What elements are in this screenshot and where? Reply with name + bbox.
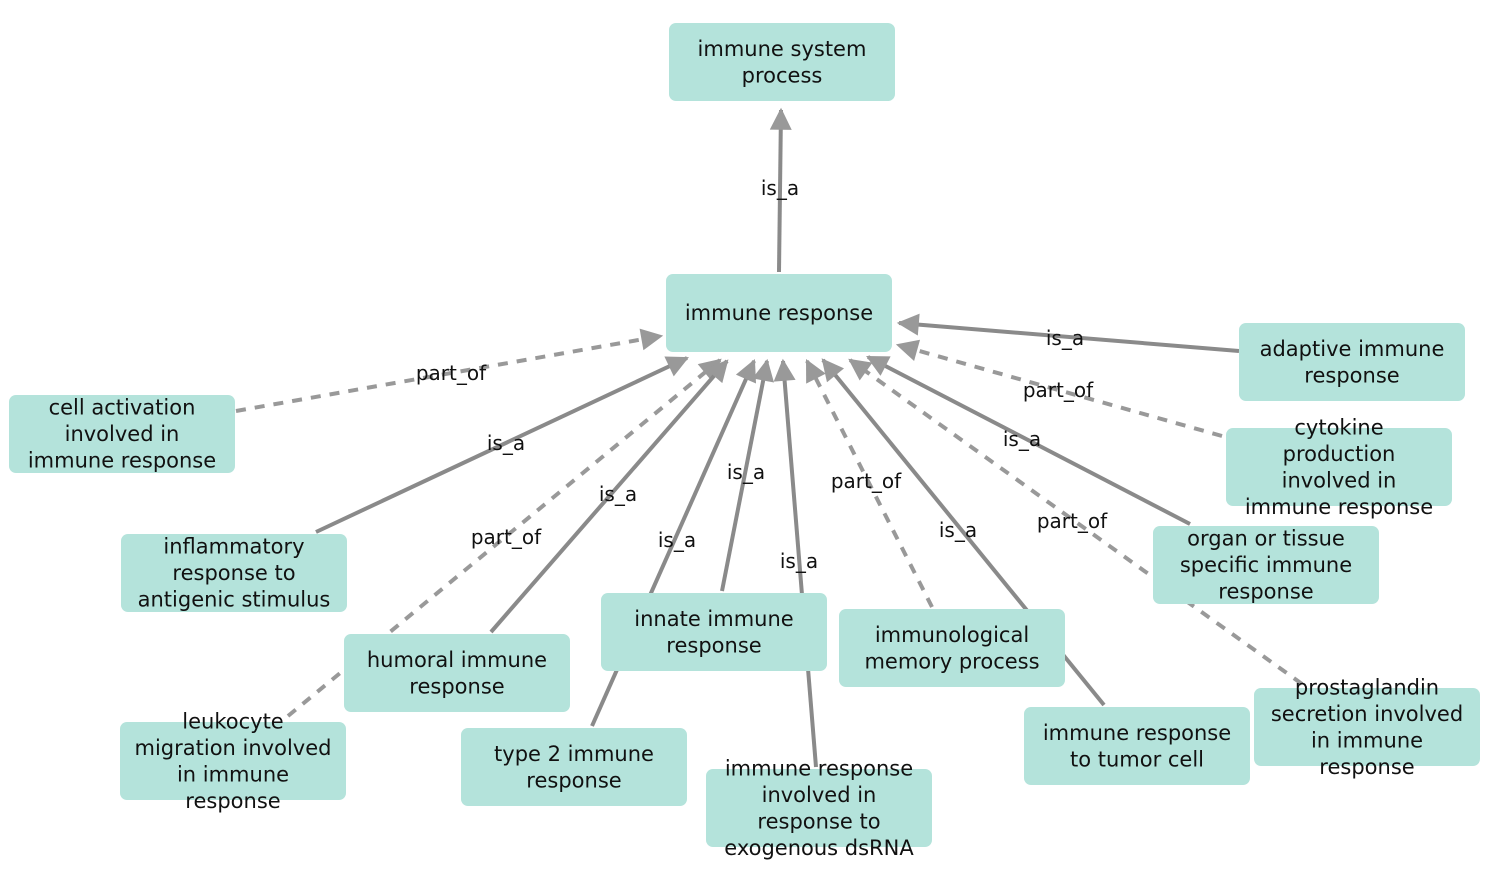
edge-label-immunological-memory: part_of [831,469,902,493]
node-label-line: immune response [28,449,216,473]
node-label-line: secretion involved [1271,702,1463,726]
edge-label-cell-activation: part_of [416,361,487,385]
node-label-line: immune response [685,301,873,325]
edge-humoral-immune-response-to-immune-response [489,359,729,634]
node-label-line: response [1304,363,1399,387]
edge-label-inflammatory-response: is_a [487,431,525,455]
node-label-line: leukocyte [182,709,283,733]
node-label-line: antigenic stimulus [138,588,331,612]
node-box [121,534,347,612]
edge-label-adaptive-immune-response: is_a [1046,326,1084,350]
node-box [839,609,1065,687]
node-label-line: response [409,674,504,698]
node-label-line: type 2 immune [494,742,654,766]
edge-adaptive-immune-response-to-immune-response [896,313,1240,353]
node-label-line: involved in [65,422,180,446]
edge-organ-tissue-specific-to-immune-response [866,355,1191,526]
node-label-line: organ or tissue [1187,527,1345,551]
node-label-line: immune system [698,37,867,61]
node-label-line: humoral immune [367,648,547,672]
edge-cell-activation-to-immune-response [235,328,664,413]
node-label-line: response [1218,580,1313,604]
node-box [1024,707,1250,785]
node-box [706,769,932,847]
edge-label-innate-immune-response: is_a [727,460,765,484]
node-box [344,634,570,712]
node-label-line: process [742,63,823,87]
node-label-line: immune response [725,756,913,780]
node-box [9,395,235,473]
node-box [1153,526,1379,604]
node-label-line: production [1283,442,1396,466]
edge-immunological-memory-to-immune-response [805,359,934,608]
node-label-line: immune response [1043,721,1231,745]
node-label-line: inflammatory [163,535,304,559]
node-box [1254,688,1480,766]
edge-label-prostaglandin-secretion: part_of [1037,509,1108,533]
node-label-line: response [1319,755,1414,779]
node-immune-response[interactable]: immune response [666,274,892,352]
node-label-line: prostaglandin [1295,675,1439,699]
node-label-line: involved in [762,783,877,807]
node-label-line: response [666,633,761,657]
node-label-line: innate immune [634,607,793,631]
node-label-line: cytokine [1294,415,1383,439]
edge-dsrna-response-to-immune-response [773,358,818,768]
node-label-line: migration involved [135,736,332,760]
node-label-line: exogenous dsRNA [724,836,914,860]
edge-labels-layer: is_a is_a part_of part_of is_a is_a part_of is_… [416,176,1108,573]
node-box [1226,428,1452,506]
node-label-line: in immune [1311,728,1423,752]
node-label-line: memory process [864,649,1039,673]
node-box [461,728,687,806]
node-label-line: response to [757,809,880,833]
node-label-line: to tumor cell [1070,747,1204,771]
node-label-line: immunological [875,623,1029,647]
node-label-line: adaptive immune [1260,337,1445,361]
edge-label-organ-tissue-specific: is_a [1003,427,1041,451]
node-label-line: response [185,789,280,813]
node-label-line: involved in [1282,468,1397,492]
node-label-line: cell activation [49,396,196,420]
edge-label-type2-immune-response: is_a [658,528,696,552]
node-box [669,23,895,101]
edge-immune-response-to-immune-system-process [769,107,792,273]
edge-label-leukocyte-migration: part_of [471,525,542,549]
node-box [120,722,346,800]
node-label-line: immune response [1245,495,1433,519]
edge-label-dsrna-response: is_a [780,549,818,573]
edge-label-tumor-cell-response: is_a [939,518,977,542]
node-box [601,593,827,671]
edge-label-immune-response: is_a [761,176,799,200]
node-label-line: response to [172,561,295,585]
node-box [1239,323,1465,401]
edge-prostaglandin-secretion-to-immune-response [848,358,1304,686]
node-label-line: specific immune [1180,553,1352,577]
node-label-line: response [526,768,621,792]
edge-innate-immune-response-to-immune-response [720,358,774,592]
node-label-line: in immune [177,762,289,786]
node-box [666,274,892,352]
edge-label-humoral-immune-response: is_a [599,482,637,506]
edge-label-cytokine-production: part_of [1023,378,1094,402]
edge-inflammatory-response-to-immune-response [315,356,689,534]
